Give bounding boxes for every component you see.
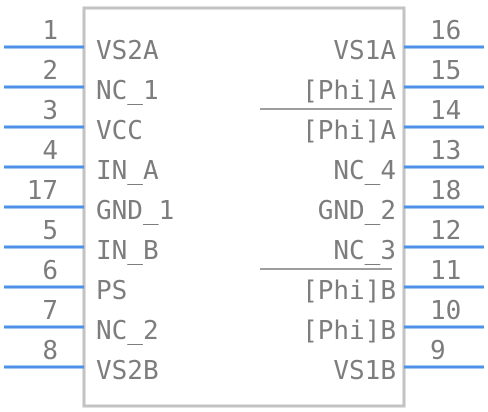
pin-1-number: 1 — [42, 16, 58, 46]
pin-12-number: 12 — [430, 216, 461, 246]
pin-11-number: 11 — [430, 256, 461, 286]
pin-14-number: 14 — [430, 96, 461, 126]
pin-17-number: 17 — [27, 176, 58, 206]
pin-4-name: IN_A — [96, 156, 159, 186]
pin-16-number: 16 — [430, 16, 461, 46]
pin-16-name: VS1A — [333, 36, 396, 66]
pin-14-name: [Phi]A — [302, 116, 396, 146]
pin-9-name: VS1B — [333, 356, 396, 386]
pin-6-number: 6 — [42, 256, 58, 286]
pin-7-name: NC_2 — [96, 316, 159, 346]
pin-4-number: 4 — [42, 136, 58, 166]
pin-1-name: VS2A — [96, 36, 159, 66]
pin-6-name: PS — [96, 276, 127, 306]
overbar-group — [260, 108, 392, 270]
pin-2-number: 2 — [42, 56, 58, 86]
pin-17-name: GND_1 — [96, 196, 174, 226]
pin-12-name: NC_3 — [333, 236, 396, 266]
pin-11-name: [Phi]B — [302, 276, 396, 306]
pin-15-name: [Phi]A — [302, 76, 396, 106]
pin-9-number: 9 — [430, 336, 446, 366]
pin-15-number: 15 — [430, 56, 461, 86]
pin-18-name: GND_2 — [318, 196, 396, 226]
pin-2-name: NC_1 — [96, 76, 159, 106]
component-body — [82, 6, 406, 408]
pin-5-name: IN_B — [96, 236, 159, 266]
pin-10-number: 10 — [430, 296, 461, 326]
pin-5-number: 5 — [42, 216, 58, 246]
pin-3-name: VCC — [96, 116, 143, 146]
pin-8-name: VS2B — [96, 356, 159, 386]
pin-10-name: [Phi]B — [302, 316, 396, 346]
pin-3-number: 3 — [42, 96, 58, 126]
pin-13-name: NC_4 — [333, 156, 396, 186]
pin-8-number: 8 — [42, 336, 58, 366]
pin-7-number: 7 — [42, 296, 58, 326]
pin-18-number: 18 — [430, 176, 461, 206]
pin-13-number: 13 — [430, 136, 461, 166]
